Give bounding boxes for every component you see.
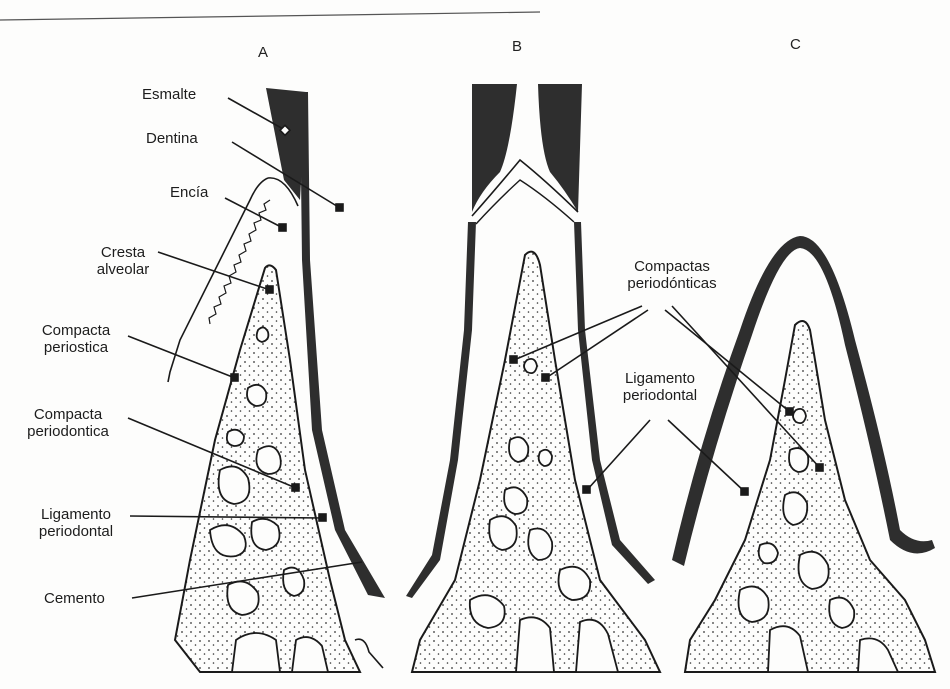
label-compacta-periodontica-line1: Compacta [10, 406, 126, 423]
label-cresta-alveolar: Cresta alveolar [78, 244, 168, 278]
label-ligamento-periodontal-b: Ligamento periodontal [600, 370, 720, 404]
label-cresta-line2: alveolar [78, 261, 168, 278]
bone-tail-a [355, 639, 383, 668]
marrow-space [219, 466, 250, 504]
label-compactas-line1: Compactas [602, 258, 742, 275]
marrow-space [257, 327, 269, 342]
label-cemento: Cemento [44, 590, 105, 607]
label-compacta-periostica-line1: Compacta [26, 322, 126, 339]
marrow-space [509, 437, 528, 462]
label-compactas-line2: periodónticas [602, 275, 742, 292]
label-ligamento-a-line1: Ligamento [22, 506, 130, 523]
scan-edge-line [0, 12, 540, 20]
marrow-space [559, 567, 591, 600]
tooth-left-b [472, 84, 517, 212]
label-compactas-periodonticas: Compactas periodónticas [602, 258, 742, 292]
alveolar-bone-c [685, 321, 935, 672]
marrow-space [232, 633, 280, 672]
marrow-space [783, 492, 807, 525]
marrow-space [227, 430, 244, 446]
label-ligamento-a-line2: periodontal [22, 523, 130, 540]
panel-c-drawing [672, 236, 935, 672]
label-compacta-periodontica-line2: periodontica [10, 423, 126, 440]
label-ligamento-b-line1: Ligamento [600, 370, 720, 387]
label-encia: Encía [170, 184, 208, 201]
label-ligamento-periodontal-a: Ligamento periodontal [22, 506, 130, 540]
gingiva-cap-inner-b [476, 180, 574, 224]
marrow-space [251, 519, 279, 550]
label-dentina: Dentina [146, 130, 198, 147]
panel-label-a: A [258, 44, 268, 61]
marrow-space [247, 385, 266, 406]
marrow-space [256, 446, 280, 474]
marrow-space [524, 359, 537, 373]
marrow-space [539, 450, 552, 466]
panel-label-c: C [790, 36, 801, 53]
tooth-right-b [538, 84, 582, 212]
label-compacta-periostica: Compacta periostica [26, 322, 126, 356]
marrow-space [793, 409, 806, 423]
marrow-space [516, 617, 554, 672]
label-cresta-line1: Cresta [78, 244, 168, 261]
panel-label-b: B [512, 38, 522, 55]
label-esmalte: Esmalte [142, 86, 196, 103]
label-compacta-periodontica: Compacta periodontica [10, 406, 126, 440]
marrow-space [759, 543, 778, 563]
marrow-space [739, 586, 769, 622]
label-ligamento-b-line2: periodontal [600, 387, 720, 404]
label-compacta-periostica-line2: periostica [26, 339, 126, 356]
panel-a-drawing [168, 88, 385, 672]
marrow-space [489, 516, 517, 550]
